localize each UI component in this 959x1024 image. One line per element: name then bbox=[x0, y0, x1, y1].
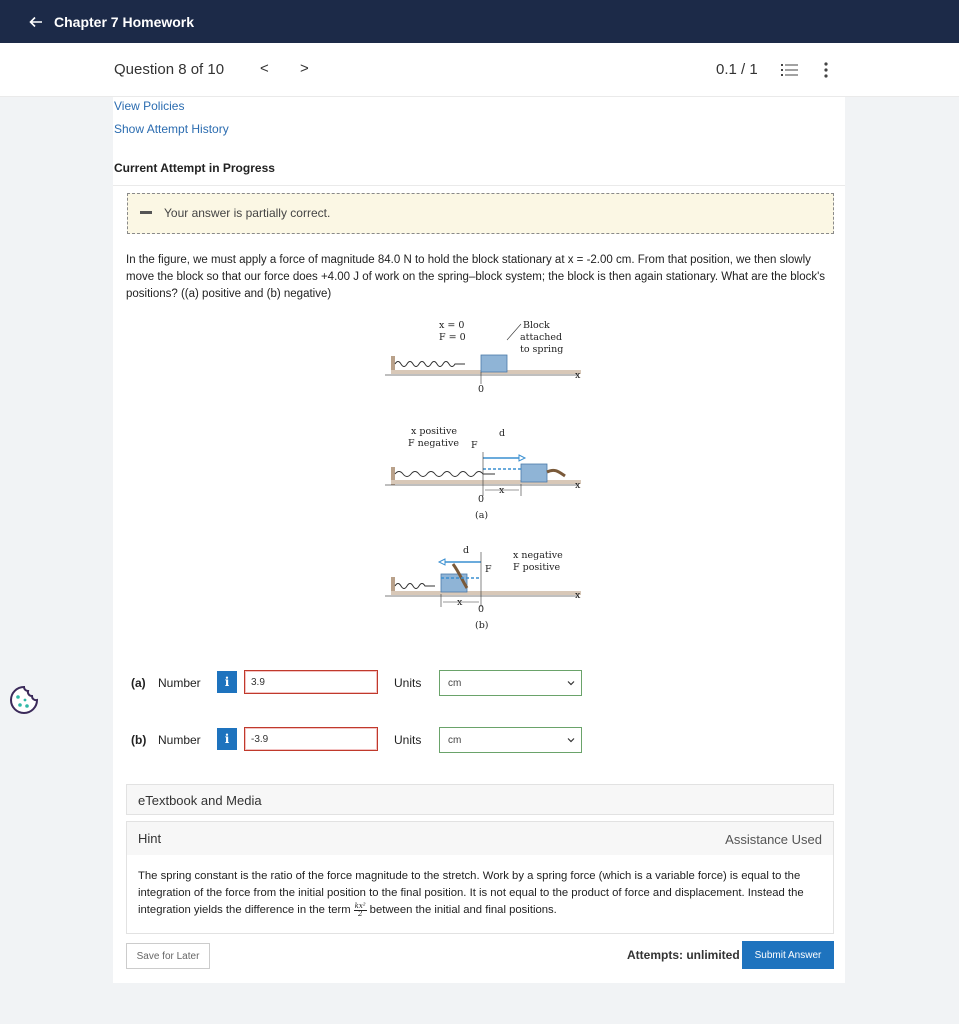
figure-text: d bbox=[463, 545, 469, 556]
figure-text: 0 bbox=[478, 494, 484, 505]
figure-text: d bbox=[499, 428, 505, 439]
figure-panel-top: x = 0 F = 0 Block attached to spring x 0 bbox=[385, 320, 581, 395]
divider bbox=[113, 185, 845, 186]
answer-b-input[interactable] bbox=[244, 727, 378, 751]
figure-text: F negative bbox=[408, 438, 459, 449]
feedback-message: Your answer is partially correct. bbox=[164, 206, 331, 220]
figure-caption-b: (b) bbox=[475, 620, 489, 631]
spring-block-figure: x = 0 F = 0 Block attached to spring x 0… bbox=[385, 320, 581, 631]
figure-text: x bbox=[575, 480, 581, 491]
etextbook-panel[interactable]: eTextbook and Media bbox=[126, 784, 834, 815]
question-list-icon[interactable] bbox=[781, 62, 799, 78]
units-label: Units bbox=[394, 733, 422, 747]
hint-status: Assistance Used bbox=[725, 832, 822, 847]
figure-text: F positive bbox=[513, 562, 561, 573]
more-options-icon[interactable] bbox=[818, 60, 834, 80]
figure-text: Block bbox=[523, 320, 550, 331]
answer-row-a: (a) Number i Units cm bbox=[113, 670, 845, 696]
figure-text: 0 bbox=[478, 384, 484, 395]
hint-title: Hint bbox=[138, 831, 162, 846]
figure-text: F = 0 bbox=[439, 332, 466, 343]
top-bar: Chapter 7 Homework bbox=[0, 0, 959, 43]
attempt-history-link[interactable]: Show Attempt History bbox=[114, 122, 229, 136]
figure-text: attached bbox=[520, 332, 562, 343]
question-counter: Question 8 of 10 bbox=[114, 61, 225, 78]
figure-text: x positive bbox=[411, 426, 457, 437]
next-question-button[interactable]: > bbox=[300, 60, 309, 77]
view-policies-link[interactable]: View Policies bbox=[114, 99, 185, 113]
unit-select-b[interactable]: cm bbox=[439, 727, 582, 753]
prev-question-button[interactable]: < bbox=[260, 60, 269, 77]
figure-text: x bbox=[457, 597, 463, 608]
submit-answer-button[interactable]: Submit Answer bbox=[742, 941, 834, 969]
figure-panel-b: d F x negative F positive x x 0 (b) bbox=[385, 545, 581, 631]
info-icon[interactable]: i bbox=[217, 671, 237, 693]
figure-text: x bbox=[499, 485, 505, 496]
figure-text: 0 bbox=[478, 604, 484, 615]
attempt-heading: Current Attempt in Progress bbox=[114, 161, 275, 175]
question-card: View Policies Show Attempt History Curre… bbox=[113, 97, 845, 983]
chevron-down-icon bbox=[567, 738, 575, 743]
figure-text: to spring bbox=[520, 344, 563, 355]
answer-row-b: (b) Number i Units cm bbox=[113, 727, 845, 753]
problem-statement: In the figure, we must apply a force of … bbox=[126, 254, 826, 300]
figure-text: x bbox=[575, 370, 581, 381]
attempts-counter: Attempts: unlimited bbox=[627, 948, 740, 962]
etextbook-title: eTextbook and Media bbox=[138, 793, 262, 808]
cookie-settings-icon[interactable] bbox=[8, 684, 40, 716]
question-score: 0.1 / 1 bbox=[716, 61, 758, 78]
unit-value: cm bbox=[448, 734, 462, 746]
part-label: (b) bbox=[131, 733, 147, 747]
figure-caption-a: (a) bbox=[475, 510, 488, 521]
hint-body: The spring constant is the ratio of the … bbox=[126, 855, 834, 934]
figure-text: x negative bbox=[513, 550, 563, 561]
number-label: Number bbox=[158, 733, 201, 747]
assignment-title[interactable]: Chapter 7 Homework bbox=[54, 13, 195, 30]
number-label: Number bbox=[158, 676, 201, 690]
figure-text: x bbox=[575, 590, 581, 601]
info-icon[interactable]: i bbox=[217, 728, 237, 750]
figure-text: x = 0 bbox=[439, 320, 464, 331]
feedback-banner: Your answer is partially correct. bbox=[127, 193, 834, 234]
hint-text: The spring constant is the ratio of the … bbox=[138, 870, 804, 918]
save-for-later-button[interactable]: Save for Later bbox=[126, 943, 210, 969]
chevron-down-icon bbox=[567, 681, 575, 686]
answer-a-input[interactable] bbox=[244, 670, 378, 694]
hint-panel[interactable]: Hint Assistance Used bbox=[126, 821, 834, 856]
unit-select-a[interactable]: cm bbox=[439, 670, 582, 696]
part-label: (a) bbox=[131, 676, 146, 690]
figure-text: F bbox=[471, 440, 478, 451]
units-label: Units bbox=[394, 676, 422, 690]
back-arrow-icon[interactable] bbox=[28, 14, 44, 30]
question-bar: Question 8 of 10 < > 0.1 / 1 bbox=[0, 43, 959, 97]
partial-correct-icon bbox=[140, 211, 152, 214]
figure-text: F bbox=[485, 564, 492, 575]
unit-value: cm bbox=[448, 677, 462, 689]
figure-panel-a: x positive F negative d F x x 0 (a) bbox=[385, 426, 581, 521]
